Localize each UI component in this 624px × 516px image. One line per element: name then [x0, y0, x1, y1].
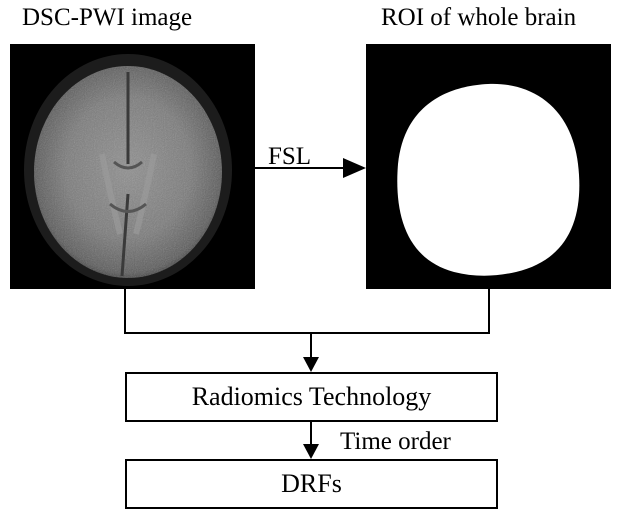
dsc-pwi-image [10, 44, 255, 289]
radiomics-technology-text: Radiomics Technology [191, 382, 432, 411]
drfs-text: DRFs [281, 469, 342, 498]
time-order-label: Time order [340, 428, 451, 455]
roi-label: ROI of whole brain [381, 4, 577, 31]
roi-mask-image [366, 44, 611, 289]
roi-mask-graphic [397, 83, 580, 276]
dsc-pwi-image-label: DSC-PWI image [22, 4, 193, 31]
time-order-arrowhead [303, 444, 319, 459]
drfs-box: DRFs [125, 459, 498, 509]
merge-arrowhead [303, 357, 319, 372]
fsl-arrowhead [343, 158, 366, 178]
merge-connector [124, 289, 490, 334]
fsl-label: FSL [268, 143, 312, 170]
brain-scan-graphic [24, 54, 232, 286]
radiomics-technology-box: Radiomics Technology [125, 372, 498, 422]
